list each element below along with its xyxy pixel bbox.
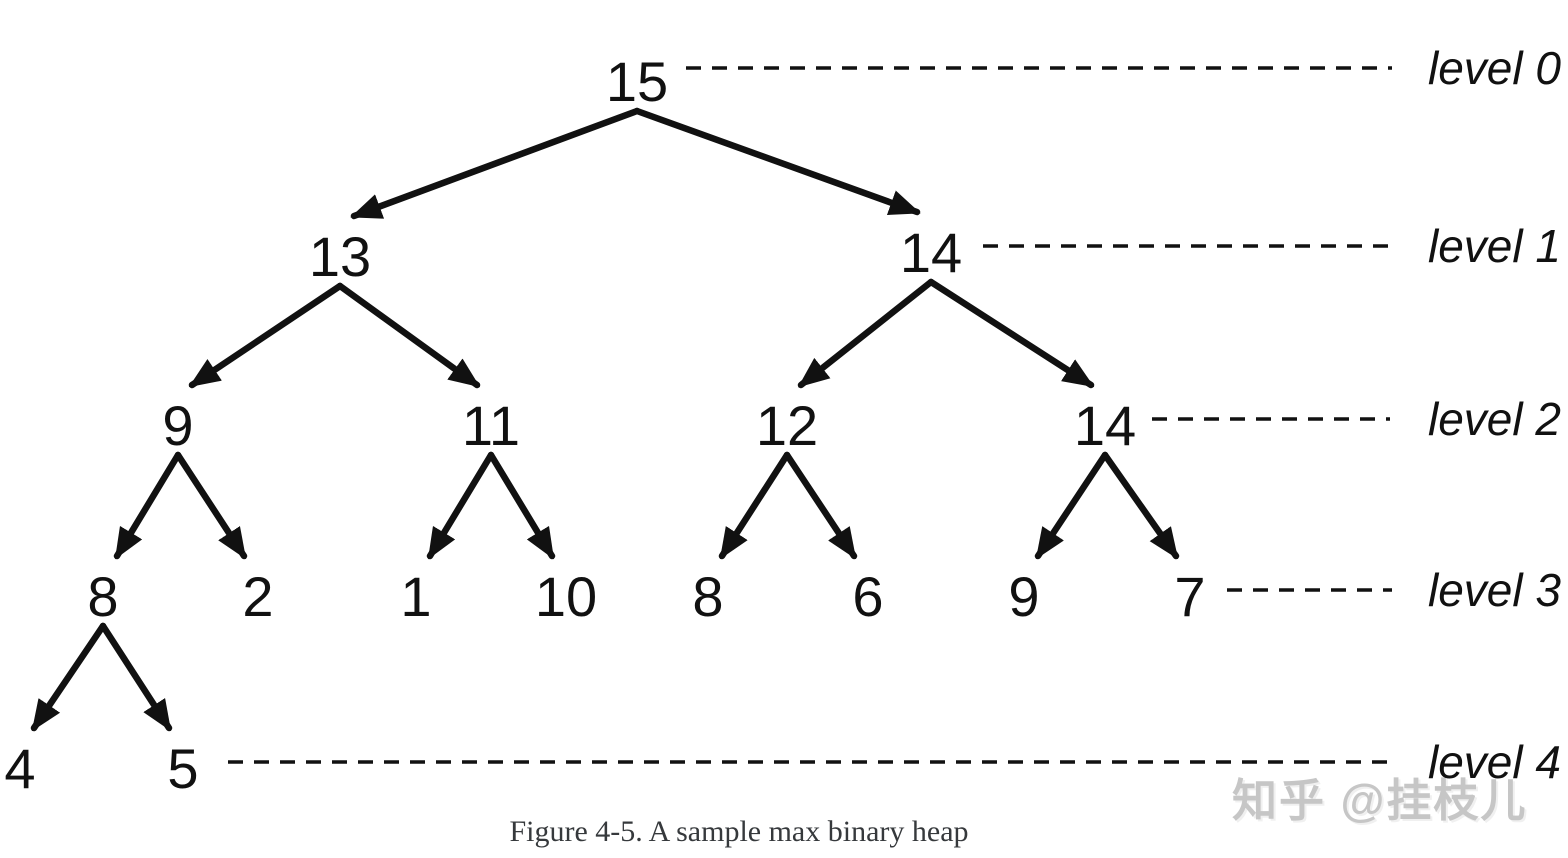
- heap-node-label: 4: [4, 737, 35, 800]
- heap-node-label: 9: [1008, 565, 1039, 628]
- heap-node-label: 13: [309, 225, 371, 288]
- heap-edge-arrow: [633, 107, 921, 216]
- heap-node-label: 15: [606, 50, 668, 113]
- heap-edge-arrow: [426, 451, 495, 560]
- heap-edge-arrow: [30, 622, 107, 732]
- heap-edge-arrow: [174, 451, 248, 560]
- heap-edge-arrow: [188, 282, 344, 389]
- heap-node-label: 12: [756, 394, 818, 457]
- heap-edge-arrow: [99, 622, 173, 732]
- heap-edge-arrow: [797, 278, 935, 389]
- heap-node-label: 5: [167, 737, 198, 800]
- heap-edge-arrow: [783, 451, 858, 560]
- heap-node-label: 9: [162, 394, 193, 457]
- level-label: level 2: [1428, 393, 1561, 445]
- heap-node-label: 6: [852, 565, 883, 628]
- heap-node-label: 2: [242, 565, 273, 628]
- heap-edge-arrow: [350, 107, 641, 220]
- level-label: level 4: [1428, 736, 1561, 788]
- heap-node-label: 8: [692, 565, 723, 628]
- zhihu-watermark: 知乎 @挂枝儿: [1232, 775, 1528, 826]
- heap-edge-arrow: [336, 282, 481, 389]
- heap-node-label: 14: [900, 221, 962, 284]
- level-label: level 1: [1428, 220, 1561, 272]
- heap-edge-arrow: [113, 451, 182, 560]
- heap-edge-arrow: [487, 451, 556, 560]
- figure-caption: Figure 4-5. A sample max binary heap: [509, 815, 969, 848]
- heap-node-label: 8: [87, 565, 118, 628]
- level-label: level 0: [1428, 42, 1561, 94]
- heap-edge-arrow: [1101, 451, 1180, 560]
- level-label: level 3: [1428, 564, 1561, 616]
- heap-node-label: 1: [400, 565, 431, 628]
- heap-edge-arrow: [1034, 451, 1109, 560]
- heap-node-label: 11: [462, 394, 520, 457]
- heap-edge-arrow: [927, 278, 1095, 389]
- heap-node-label: 7: [1174, 565, 1205, 628]
- heap-node-label: 10: [535, 565, 597, 628]
- heap-node-label: 14: [1074, 394, 1136, 457]
- heap-edge-arrow: [718, 451, 791, 560]
